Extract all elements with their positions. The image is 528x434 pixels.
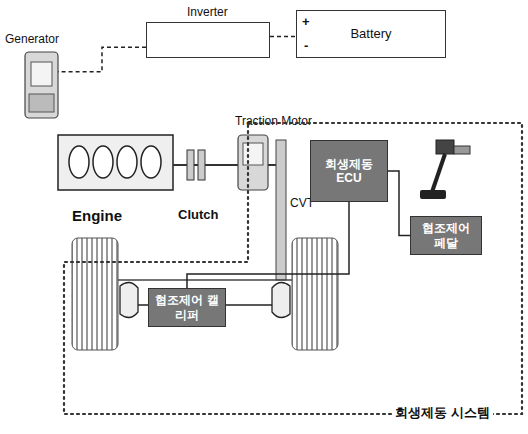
terminal-label: + [302, 14, 310, 29]
ecu-box: 회생제동 ECU [310, 140, 388, 202]
pedal-arm [432, 154, 445, 192]
cylinder [141, 146, 161, 178]
shaft [268, 164, 276, 166]
system-region: 회생제동 시스템 회생제동 ECU 협조제어 페달협조제어 캘리퍼 [62, 118, 524, 418]
inverter-box: Inverter [146, 22, 270, 58]
clutch: Clutch [186, 150, 206, 180]
connector [388, 171, 410, 236]
caliper [120, 282, 138, 317]
engine-block [58, 135, 173, 190]
pedal-pad [420, 190, 446, 199]
cylinder [69, 146, 89, 178]
connector [58, 47, 146, 72]
caliper [272, 282, 290, 317]
node-label: 협조제어 캘리퍼 [154, 293, 220, 322]
node-label: 회생제동 시스템 [392, 405, 493, 421]
caliper-wire [226, 304, 272, 306]
pedal-label-box: 협조제어 페달 [410, 216, 482, 255]
cvt-belt [276, 140, 286, 280]
node-label: 회생제동 ECU [316, 157, 382, 186]
caliper-label-box: 협조제어 캘리퍼 [148, 288, 226, 327]
region-outline [62, 118, 524, 418]
clutch-plate [187, 150, 194, 180]
caliper-wire [138, 304, 148, 306]
wheel [72, 238, 118, 350]
motor-body [238, 135, 268, 190]
motor-window [243, 143, 263, 165]
node-label: Inverter [187, 5, 228, 19]
engine: Engine [58, 135, 173, 190]
cvt: CVT [276, 140, 286, 280]
node-label: Traction Motor [232, 114, 315, 128]
battery-box: Battery [296, 10, 446, 58]
node-label: Generator [5, 32, 59, 46]
generator: Generator [25, 52, 58, 118]
traction-motor: Traction Motor [238, 135, 268, 190]
generator-body [25, 52, 58, 118]
generator-base [29, 94, 54, 112]
node-label: Engine [72, 207, 122, 225]
pedal-pivot [436, 140, 454, 154]
node-label: 협조제어 페달 [416, 221, 476, 250]
connector [270, 36, 296, 38]
wheel [292, 238, 338, 350]
pedal-sensor [454, 146, 470, 154]
node-label: Clutch [178, 207, 218, 223]
generator-window [31, 62, 52, 86]
cylinder [117, 146, 137, 178]
axle [118, 279, 292, 281]
terminal-label: - [304, 38, 308, 53]
cylinder [93, 146, 113, 178]
node-label: Battery [350, 26, 391, 42]
clutch-plate [198, 150, 205, 180]
